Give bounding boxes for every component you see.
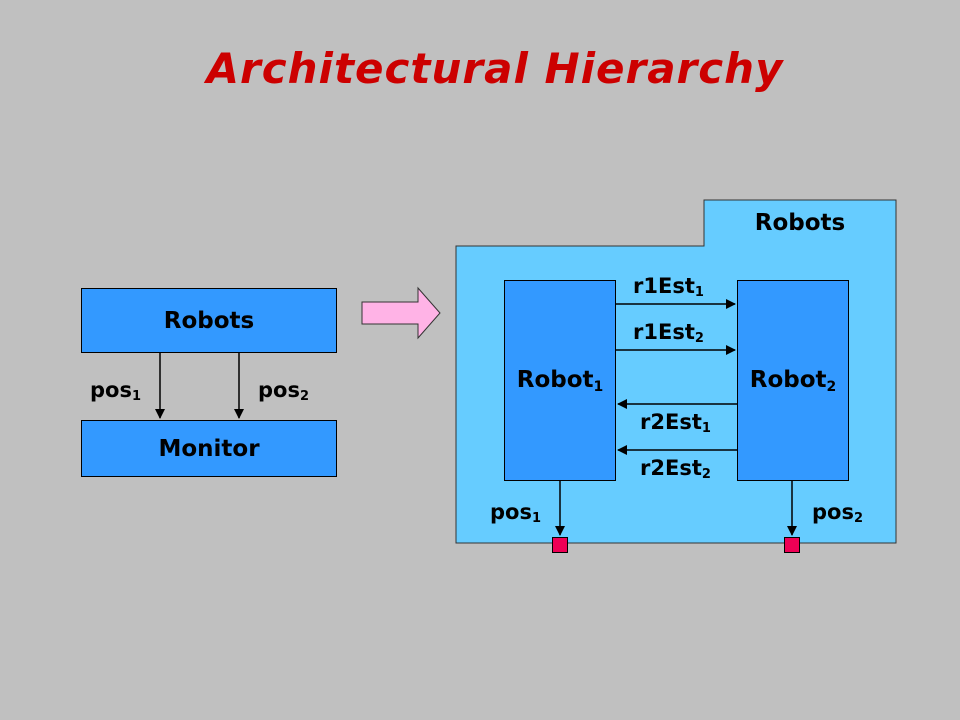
page-title: Architectural Hierarchy: [206, 44, 784, 93]
robot1-label: Robot1: [516, 366, 604, 395]
right-pos2-label: pos2: [812, 500, 864, 526]
right-pos1-label: pos1: [490, 500, 542, 526]
left-pos1-label: pos1: [90, 378, 142, 404]
pos2-port[interactable]: [784, 537, 800, 553]
pos1-port[interactable]: [552, 537, 568, 553]
monitor-box[interactable]: Monitor: [81, 420, 337, 477]
robots-box[interactable]: Robots: [81, 288, 337, 353]
refinement-arrow: [361, 286, 441, 340]
robot1-box[interactable]: Robot1: [504, 280, 616, 481]
monitor-box-label: Monitor: [158, 435, 260, 462]
robot2-label: Robot2: [749, 366, 837, 395]
robots-container-title: Robots: [754, 210, 846, 236]
r2est1-label: r2Est1: [640, 410, 711, 436]
left-pos2-label: pos2: [258, 378, 310, 404]
r1est2-label: r1Est2: [633, 320, 704, 346]
robot2-box[interactable]: Robot2: [737, 280, 849, 481]
r1est1-label: r1Est1: [633, 274, 704, 300]
robots-box-label: Robots: [163, 307, 255, 334]
r2est2-label: r2Est2: [640, 456, 711, 482]
